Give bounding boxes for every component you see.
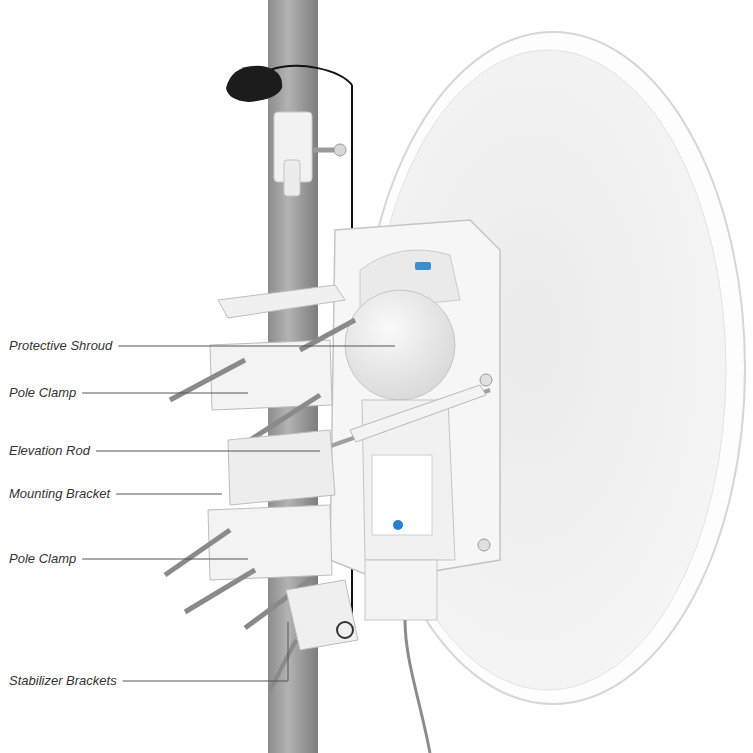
part-label: Protective Shroud (8, 338, 113, 354)
leader-line (123, 681, 288, 682)
leader-line (118, 346, 395, 347)
leader-line (96, 451, 320, 452)
part-label: Stabilizer Brackets (8, 673, 118, 689)
leader-line (82, 559, 248, 560)
leader-line (288, 622, 289, 681)
leader-line (82, 393, 248, 394)
leader-line (116, 494, 222, 495)
part-label: Pole Clamp (8, 551, 77, 567)
part-label: Elevation Rod (8, 443, 91, 459)
part-label: Pole Clamp (8, 385, 77, 401)
part-label: Mounting Bracket (8, 486, 111, 502)
